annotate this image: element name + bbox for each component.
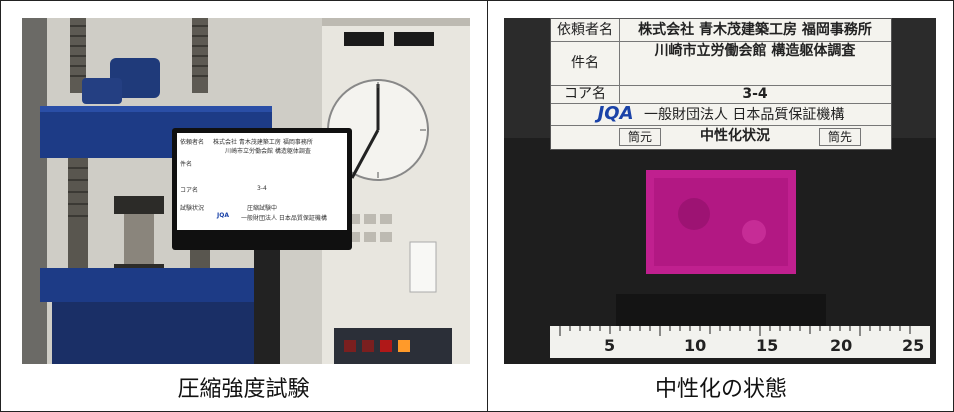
monitor-project-label: 件名 bbox=[180, 161, 193, 168]
ruler-label-20: 20 bbox=[830, 336, 853, 355]
label-card-client-value: 株式会社 青木茂建築工房 福岡事務所 bbox=[638, 22, 872, 38]
monitor-client-label: 依頼者名 bbox=[180, 139, 205, 146]
ruler-label-5: 5 bbox=[604, 336, 616, 355]
table-divider bbox=[487, 0, 488, 412]
label-card-status-left: 筒元 bbox=[619, 128, 661, 146]
label-card-core-row: コア名 3-4 bbox=[551, 85, 891, 104]
monitor-display: 依頼者名 株式会社 青木茂建築工房 福岡事務所 川崎市立労働会館 構造躯体調査 … bbox=[172, 128, 352, 250]
label-card-project-row: 件名 川崎市立労働会館 構造躯体調査 bbox=[551, 41, 891, 86]
label-card-core-value: 3-4 bbox=[742, 86, 768, 102]
monitor-test-value: 圧縮試験中 bbox=[247, 205, 278, 212]
monitor-org-name: 一般財団法人 日本品質保証機構 bbox=[241, 215, 327, 222]
ruler-ticks bbox=[559, 326, 911, 336]
label-card-client-row: 依頼者名 株式会社 青木茂建築工房 福岡事務所 bbox=[551, 19, 891, 42]
monitor-core-value: 3-4 bbox=[257, 185, 267, 192]
jqa-logo: JQA bbox=[597, 103, 634, 124]
label-card-project-value: 川崎市立労働会館 構造躯体調査 bbox=[654, 43, 856, 59]
label-card-org-name: 一般財団法人 日本品質保証機構 bbox=[643, 107, 845, 123]
label-card-client-label: 依頼者名 bbox=[551, 19, 620, 41]
label-card-status-row: 筒元 中性化状況 筒先 bbox=[551, 125, 891, 148]
ruler-label-15: 15 bbox=[756, 336, 779, 355]
label-card-org-row: JQA 一般財団法人 日本品質保証機構 bbox=[551, 103, 891, 126]
caption-compression-test: 圧縮強度試験 bbox=[177, 377, 310, 402]
caption-carbonation-state: 中性化の状態 bbox=[654, 377, 787, 402]
label-card-core-label: コア名 bbox=[551, 85, 620, 103]
carbonation-photo: 5 10 15 20 25 依頼者名 株式会社 青木茂建築工房 福岡事務所 件名… bbox=[504, 18, 936, 364]
monitor-project-value: 川崎市立労働会館 構造躯体調査 bbox=[225, 148, 311, 155]
ruler-label-10: 10 bbox=[684, 336, 707, 355]
monitor-core-label: コア名 bbox=[180, 187, 199, 194]
ruler-label-25: 25 bbox=[902, 336, 925, 355]
label-card-project-label: 件名 bbox=[551, 41, 620, 85]
monitor-jqa-logo: JQA bbox=[217, 212, 229, 219]
specimen-label-card: 依頼者名 株式会社 青木茂建築工房 福岡事務所 件名 川崎市立労働会館 構造躯体… bbox=[550, 18, 892, 150]
compression-test-photo: 依頼者名 株式会社 青木茂建築工房 福岡事務所 川崎市立労働会館 構造躯体調査 … bbox=[22, 18, 470, 364]
label-card-status-right: 筒先 bbox=[819, 128, 861, 146]
monitor-test-label: 試験状況 bbox=[180, 205, 205, 212]
monitor-screen: 依頼者名 株式会社 青木茂建築工房 福岡事務所 川崎市立労働会館 構造躯体調査 … bbox=[177, 133, 347, 230]
carbonation-background bbox=[504, 18, 936, 364]
monitor-client-value: 株式会社 青木茂建築工房 福岡事務所 bbox=[213, 139, 313, 146]
label-card-status-center: 中性化状況 bbox=[700, 128, 770, 144]
